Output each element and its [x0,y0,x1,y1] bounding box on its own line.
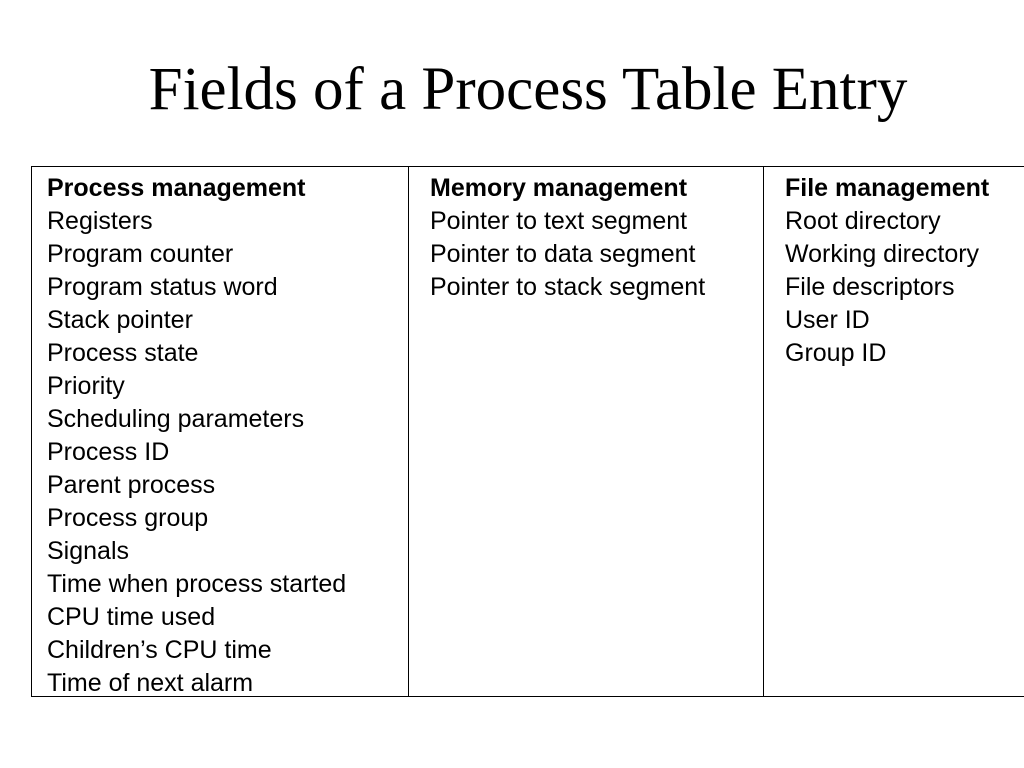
list-item: Pointer to text segment [430,207,688,235]
list-item: Process group [47,504,209,532]
list-item: Time of next alarm [47,669,254,697]
list-item: Time when process started [47,570,347,598]
column-divider [408,167,409,696]
list-item: Program status word [47,273,278,301]
list-item: Process state [47,339,199,367]
column-header: File management [785,174,990,202]
process-management-column: Process management Registers Program cou… [47,172,346,700]
list-item: Group ID [785,339,887,367]
list-item: Stack pointer [47,306,193,334]
column-header: Memory management [430,174,688,202]
list-item: Scheduling parameters [47,405,305,433]
list-item: Registers [47,207,153,235]
column-header: Process management [47,174,306,202]
list-item: Process ID [47,438,170,466]
list-item: Children’s CPU time [47,636,272,664]
column-divider [763,167,764,696]
slide-title: Fields of a Process Table Entry [148,56,908,123]
list-item: Root directory [785,207,941,235]
process-table: Process management Registers Program cou… [31,166,1024,697]
memory-management-column: Memory management Pointer to text segmen… [430,172,705,304]
file-management-column: File management Root directory Working d… [785,172,989,370]
list-item: CPU time used [47,603,216,631]
list-item: Pointer to stack segment [430,273,706,301]
list-item: Pointer to data segment [430,240,696,268]
list-item: User ID [785,306,870,334]
list-item: Priority [47,372,125,400]
list-item: Working directory [785,240,980,268]
list-item: Signals [47,537,129,565]
list-item: File descriptors [785,273,955,301]
list-item: Program counter [47,240,234,268]
list-item: Parent process [47,471,216,499]
